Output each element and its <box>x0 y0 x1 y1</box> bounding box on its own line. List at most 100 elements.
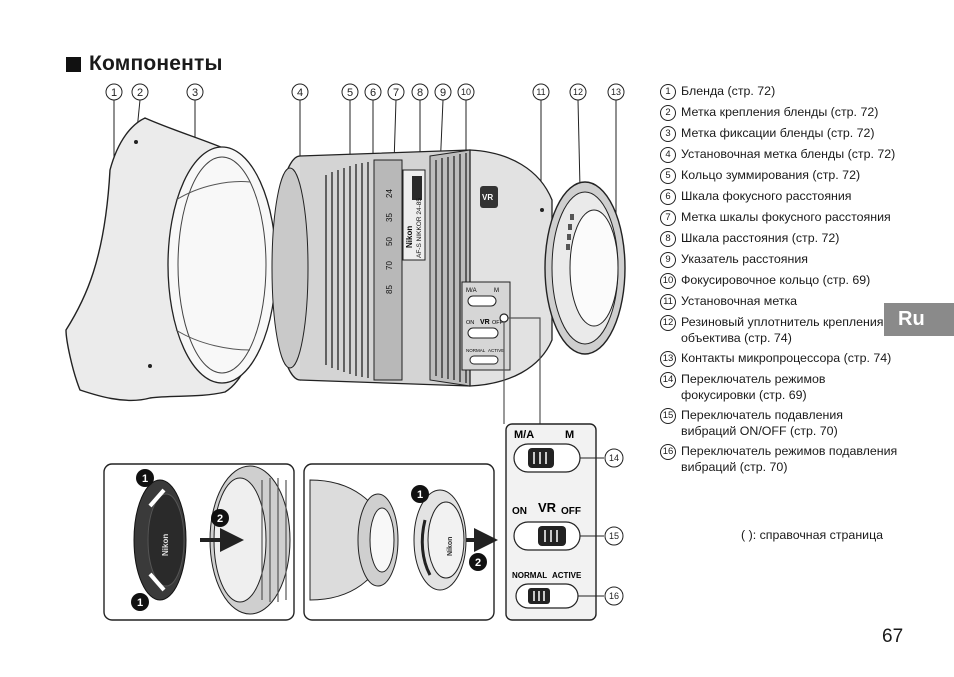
svg-text:ON: ON <box>466 320 474 326</box>
inset-front-cap: Nikon 1 2 1 <box>103 463 295 621</box>
svg-text:85: 85 <box>385 285 394 294</box>
svg-text:10: 10 <box>461 87 471 97</box>
callout-9: 9 <box>434 83 452 101</box>
svg-text:VR: VR <box>538 500 557 515</box>
lens-body: 24 35 50 70 85 Nikon AF-S NIKKOR 24-85 <box>271 149 626 387</box>
svg-text:2: 2 <box>217 513 223 525</box>
svg-text:8: 8 <box>417 87 423 99</box>
svg-text:NORMAL: NORMAL <box>466 348 486 353</box>
callout-16: 16 <box>604 586 624 606</box>
callout-4: 4 <box>291 83 309 101</box>
svg-text:M/A: M/A <box>466 288 477 294</box>
svg-text:9: 9 <box>440 87 446 99</box>
svg-text:14: 14 <box>609 453 619 463</box>
page-number: 67 <box>882 626 904 647</box>
hood-lock-mark <box>148 364 152 368</box>
step-badges-right: 1 2 <box>411 485 487 571</box>
callout-5: 5 <box>341 83 359 101</box>
svg-text:12: 12 <box>573 87 583 97</box>
svg-text:11: 11 <box>536 87 545 97</box>
svg-text:ACTIVE: ACTIVE <box>488 348 504 353</box>
svg-text:35: 35 <box>385 213 394 222</box>
lens-brand: Nikon <box>405 226 414 248</box>
zoom-ring <box>325 162 369 378</box>
switch-connector <box>499 313 541 424</box>
svg-text:M: M <box>565 429 574 441</box>
svg-text:7: 7 <box>393 87 399 99</box>
callout-14: 14 <box>604 448 624 468</box>
svg-text:ACTIVE: ACTIVE <box>552 571 582 580</box>
svg-text:15: 15 <box>609 531 619 541</box>
switch-panel-enlarged: M/A M ON VR OFF NORMAL <box>505 423 624 621</box>
svg-text:2: 2 <box>475 557 481 569</box>
lens-model: AF-S NIKKOR 24-85 <box>416 198 423 258</box>
cpu-contacts <box>566 214 574 250</box>
svg-text:13: 13 <box>611 87 621 97</box>
callout-8: 8 <box>411 83 429 101</box>
callout-6: 6 <box>364 83 382 101</box>
rear-cap-brand: Nikon <box>447 537 454 556</box>
distance-scale-window <box>412 176 422 200</box>
svg-text:4: 4 <box>297 87 303 99</box>
callout-3: 3 <box>186 83 204 101</box>
svg-text:2: 2 <box>137 87 143 99</box>
callout-7: 7 <box>387 83 405 101</box>
svg-text:6: 6 <box>370 87 376 99</box>
inset-rear-cap: Nikon 1 2 <box>303 463 498 621</box>
vr-badge: VR <box>482 193 493 202</box>
svg-text:NORMAL: NORMAL <box>512 571 547 580</box>
rear-element <box>569 209 619 327</box>
callout-11: 11 <box>532 83 550 101</box>
vr-onoff-switch: ON VR OFF <box>512 500 581 551</box>
callout-13: 13 <box>607 83 625 101</box>
vr-mode-switch: NORMAL ACTIVE <box>512 571 582 609</box>
svg-text:16: 16 <box>609 591 619 601</box>
section-heading: Компоненты <box>66 52 223 76</box>
reference-note: ( ): справочная страница <box>741 528 884 542</box>
cap-brand: Nikon <box>161 534 170 556</box>
callout-15: 15 <box>604 526 624 546</box>
callout-numbers: 1 2 3 4 5 6 7 8 9 10 11 12 13 <box>105 83 625 101</box>
lens-hood <box>65 117 277 402</box>
svg-text:70: 70 <box>385 261 394 270</box>
svg-text:VR: VR <box>480 319 490 326</box>
step-badges-left: 1 2 1 <box>131 469 229 611</box>
svg-text:OFF: OFF <box>492 320 504 326</box>
focal-marks: 24 35 50 70 85 <box>385 189 394 294</box>
svg-text:1: 1 <box>137 597 143 609</box>
section-title: Компоненты <box>89 52 223 75</box>
focal-length-scale <box>373 159 403 381</box>
svg-text:24: 24 <box>385 189 394 198</box>
svg-text:M: M <box>494 288 499 294</box>
svg-text:OFF: OFF <box>561 506 581 517</box>
svg-text:1: 1 <box>417 489 423 501</box>
callout-2: 2 <box>131 83 149 101</box>
callout-12: 12 <box>569 83 587 101</box>
hood-mounting-mark <box>134 140 138 144</box>
svg-text:1: 1 <box>111 87 117 99</box>
svg-text:5: 5 <box>347 87 353 99</box>
callout-1: 1 <box>105 83 123 101</box>
svg-text:ON: ON <box>512 506 527 517</box>
svg-text:50: 50 <box>385 237 394 246</box>
heading-square-icon <box>66 56 81 72</box>
svg-text:1: 1 <box>142 473 148 485</box>
